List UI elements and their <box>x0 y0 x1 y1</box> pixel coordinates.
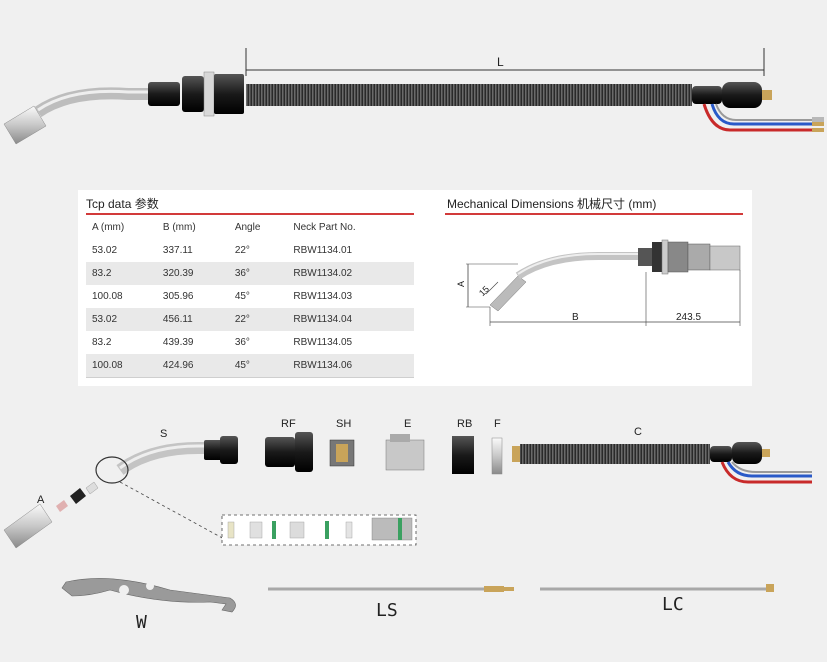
cell: 22° <box>234 245 250 256</box>
label-sh: SH <box>336 418 352 430</box>
table-row: 53.02 337.11 22° RBW1134.01 <box>86 239 414 262</box>
cell: 320.39 <box>156 262 229 285</box>
tcp-table: A (mm) B (mm) Angle Neck Part No. 53.02 3… <box>86 216 414 378</box>
cell: 45° <box>228 354 288 378</box>
part-e <box>385 439 425 471</box>
cell: 53.02 <box>86 308 157 331</box>
cell: 305.96 <box>162 291 194 302</box>
part-rf <box>265 437 295 467</box>
dim-b-label: B <box>572 312 579 323</box>
cell: 456.11 <box>156 308 229 331</box>
label-c: C <box>634 426 642 438</box>
tcp-header: Neck Part No. <box>293 222 356 233</box>
mech-rule <box>445 213 743 215</box>
tcp-header: A (mm) <box>92 222 125 233</box>
tcp-header-row: A (mm) B (mm) Angle Neck Part No. <box>86 216 414 239</box>
spec-panel: Tcp data 参数 A (mm) B (mm) Angle Neck Par… <box>78 190 752 386</box>
label-lc: LC <box>662 594 684 615</box>
part-rb <box>452 436 474 474</box>
cell: 337.11 <box>162 245 193 256</box>
cell: 45° <box>234 291 250 302</box>
cell: 22° <box>228 308 288 331</box>
coiled-cable <box>246 84 692 106</box>
dim-2435-label: 243.5 <box>676 312 702 323</box>
tcp-title: Tcp data 参数 <box>86 197 159 211</box>
tcp-header: Angle <box>234 222 261 233</box>
part-f <box>491 437 503 475</box>
cell: 36° <box>234 337 250 348</box>
label-f: F <box>494 418 501 430</box>
dimension-l-label: L <box>497 55 504 69</box>
table-row: 100.08 305.96 45° RBW1134.03 <box>86 285 414 308</box>
tcp-rule <box>86 213 414 215</box>
cell: 83.2 <box>92 337 112 348</box>
label-rf: RF <box>281 418 296 430</box>
label-a: A <box>37 494 45 506</box>
label-e: E <box>404 418 412 430</box>
cell: RBW1134.03 <box>293 291 353 302</box>
cell: 53.02 <box>92 245 118 256</box>
cell: RBW1134.01 <box>293 245 353 256</box>
cell: 439.39 <box>162 337 194 348</box>
cell: RBW1134.02 <box>287 262 414 285</box>
label-w: W <box>136 612 147 633</box>
cell: 424.96 <box>156 354 229 378</box>
torch-assembly-drawing <box>3 48 824 145</box>
label-s: S <box>160 428 168 440</box>
table-row: 83.2 439.39 36° RBW1134.05 <box>86 331 414 354</box>
nozzle <box>3 105 47 145</box>
cell: 100.08 <box>86 354 157 378</box>
label-rb: RB <box>457 418 473 430</box>
cell: 83.2 <box>86 262 157 285</box>
cell: RBW1134.06 <box>287 354 414 378</box>
cell: 36° <box>228 262 288 285</box>
cell: RBW1134.04 <box>287 308 414 331</box>
tcp-header: B (mm) <box>162 222 196 233</box>
mech-title: Mechanical Dimensions 机械尺寸 (mm) <box>447 197 657 211</box>
part-c <box>520 444 710 464</box>
cell: 100.08 <box>92 291 123 302</box>
mechanical-dimension-drawing <box>466 239 741 326</box>
part-w <box>61 578 236 613</box>
label-ls: LS <box>376 600 398 621</box>
cell: RBW1134.05 <box>293 337 353 348</box>
